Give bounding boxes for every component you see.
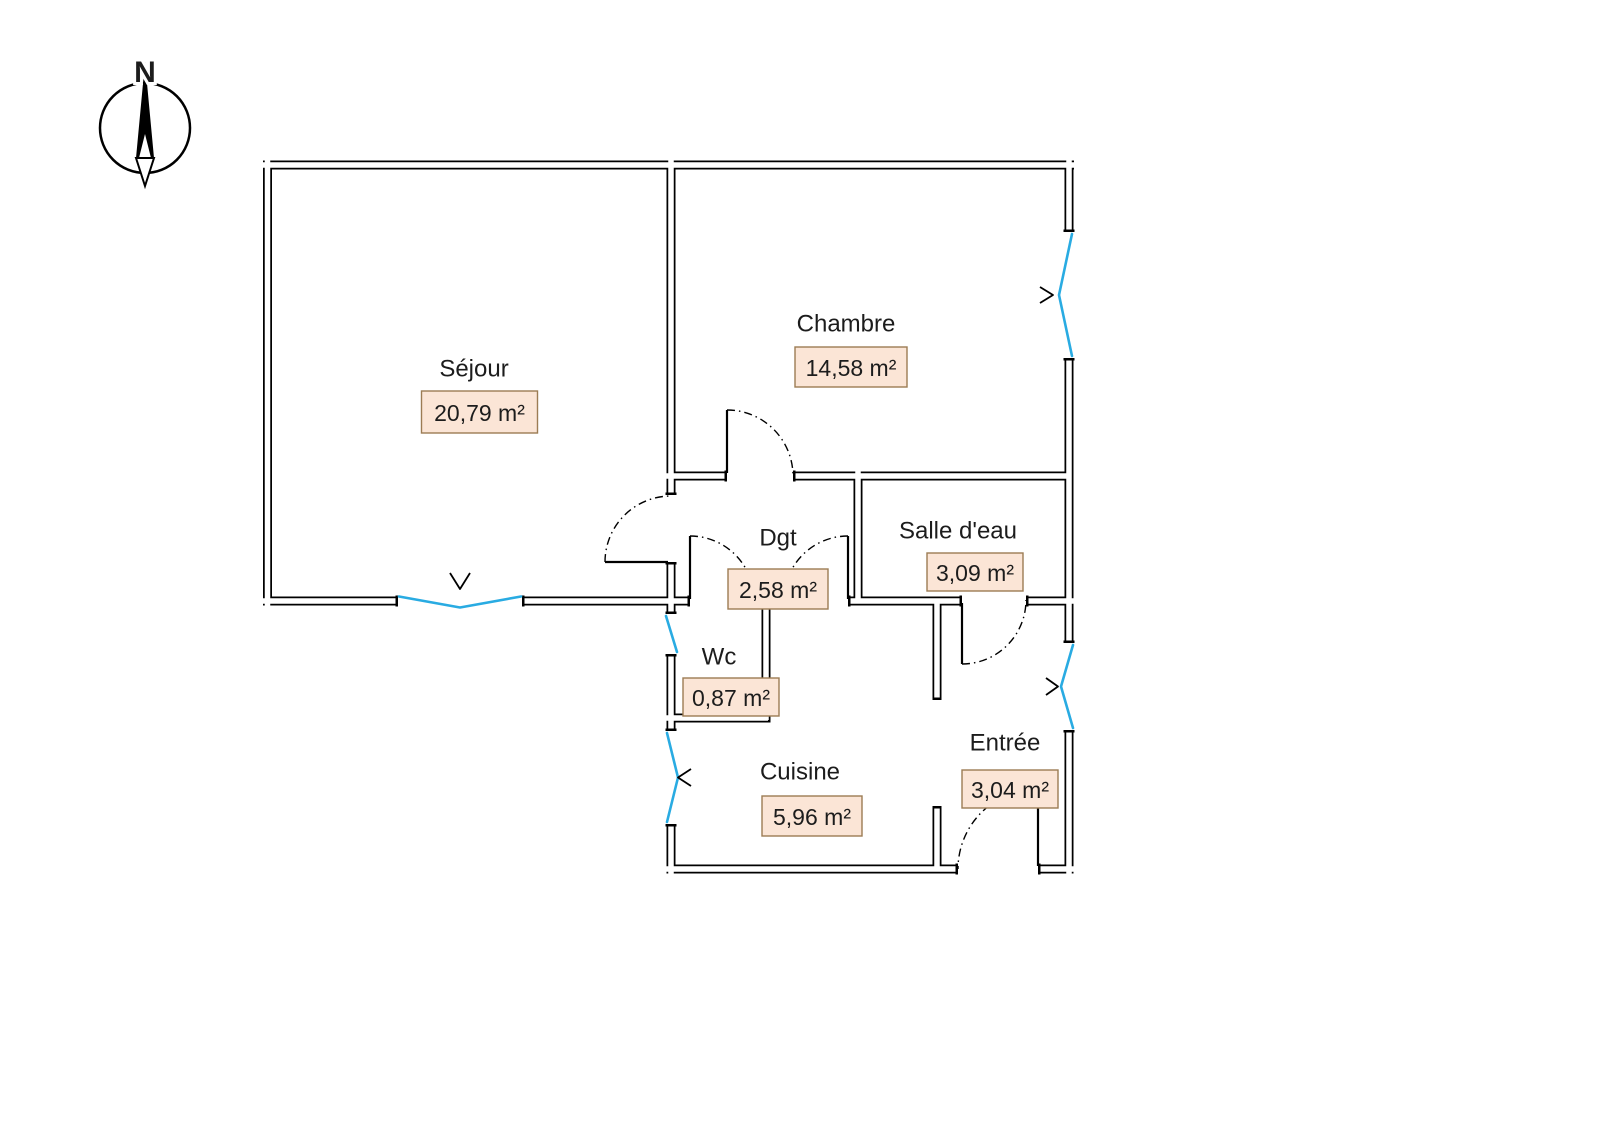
sejour-window-icon <box>397 595 523 609</box>
opening-sejour-window <box>398 595 522 607</box>
room-area-wc: 0,87 m² <box>692 685 770 711</box>
room-area-box-cuisine <box>761 795 863 837</box>
room-sejour: Séjour 20,79 m² <box>420 356 539 434</box>
room-area-box-dgt <box>727 568 829 610</box>
opening-salle-deau-door <box>962 595 1026 607</box>
room-name-entree: Entrée <box>970 730 1041 757</box>
room-area-sejour: 20,79 m² <box>434 400 525 426</box>
room-dgt: Dgt 2,58 m² <box>727 525 829 610</box>
room-name-wc: Wc <box>702 644 737 671</box>
room-area-chambre: 14,58 m² <box>806 355 897 381</box>
windows <box>397 232 1075 824</box>
room-area-box-salle-deau <box>926 552 1024 592</box>
compass-needle-icon <box>136 62 154 158</box>
walls <box>263 160 1074 874</box>
room-area-box-sejour <box>420 390 539 434</box>
compass-rose: N <box>98 53 192 190</box>
opening-entree-window <box>1063 643 1075 730</box>
opening-entrance-door <box>958 863 1038 875</box>
room-name-chambre: Chambre <box>797 311 896 338</box>
room-chambre: Chambre 14,58 m² <box>794 311 908 388</box>
cuisine-window-chevron-icon <box>677 768 692 787</box>
opening-sejour-door <box>665 495 677 562</box>
entrance-door-swing <box>957 788 1039 870</box>
compass-needle-tail <box>134 157 156 190</box>
compass-needle-notch <box>139 134 151 158</box>
room-area-salle-deau: 3,09 m² <box>936 560 1014 586</box>
entree-window-chevron-icon <box>1045 677 1059 696</box>
room-name-dgt: Dgt <box>759 525 797 552</box>
chambre-door-swing <box>726 409 794 477</box>
chambre-window-icon <box>1057 232 1074 358</box>
room-area-box-chambre <box>794 346 908 388</box>
room-area-box-wc <box>682 677 780 717</box>
room-name-cuisine: Cuisine <box>760 759 840 786</box>
salle-deau-door-swing <box>961 599 1027 665</box>
room-labels: Séjour 20,79 m² Chambre 14,58 m² Dgt 2,5… <box>420 311 1059 837</box>
room-area-cuisine: 5,96 m² <box>773 804 851 830</box>
room-salle-deau: Salle d'eau 3,09 m² <box>899 518 1024 592</box>
compass-center-dot <box>142 125 148 131</box>
entree-window-icon <box>1059 643 1075 730</box>
compass-north-label: N <box>134 56 156 89</box>
wc-window-icon <box>664 614 679 654</box>
room-area-dgt: 2,58 m² <box>739 577 817 603</box>
sejour-door-swing <box>604 495 672 563</box>
wall-outline-white <box>263 160 1074 874</box>
room-name-salle-deau: Salle d'eau <box>899 518 1017 545</box>
opening-chambre-door <box>727 470 793 482</box>
opening-chambre-window <box>1063 232 1075 358</box>
opening-cuisine-window <box>665 731 677 824</box>
sejour-window-chevron-icon <box>449 572 471 590</box>
room-name-sejour: Séjour <box>439 356 508 383</box>
room-area-box-entree <box>961 769 1059 809</box>
room-entree: Entrée 3,04 m² <box>961 730 1059 809</box>
wall-jambs <box>395 229 1075 875</box>
opening-wc-door <box>690 595 754 607</box>
chambre-window-chevron-icon <box>1039 286 1054 304</box>
room-area-entree: 3,04 m² <box>971 777 1049 803</box>
room-wc: Wc 0,87 m² <box>682 644 780 717</box>
room-cuisine: Cuisine 5,96 m² <box>760 759 863 837</box>
